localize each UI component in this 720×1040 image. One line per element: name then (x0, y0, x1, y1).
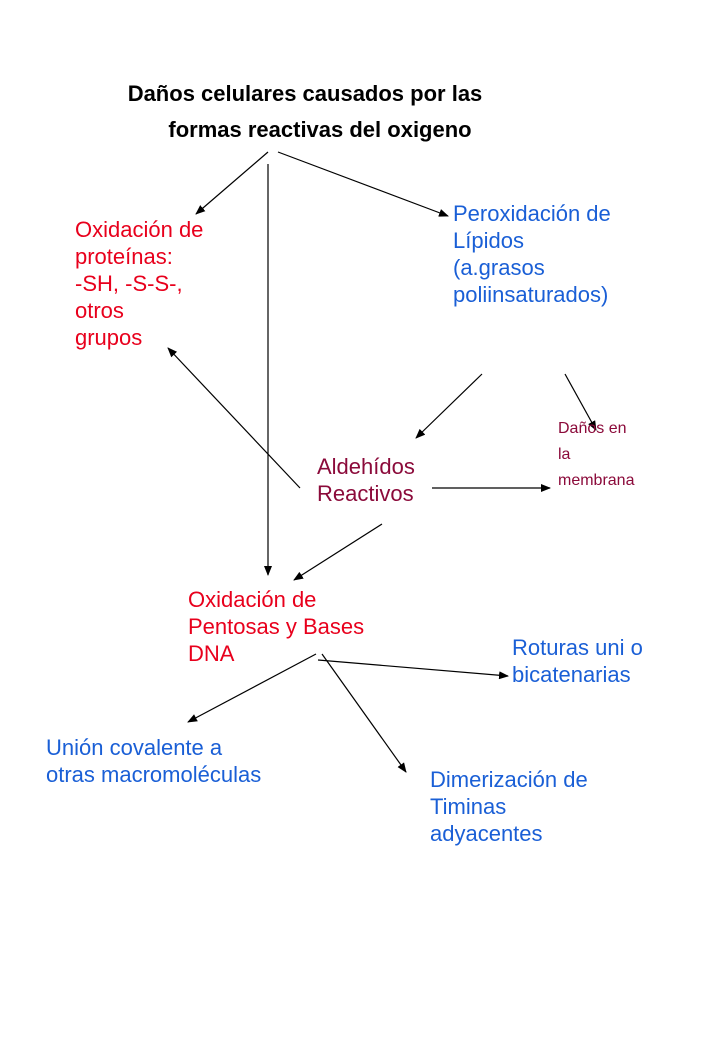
node-text: Dimerización de (430, 767, 588, 792)
arrow-pentoses-to-dimers (321, 653, 407, 773)
node-text: Oxidación de (188, 587, 317, 612)
node-text: Daños en (558, 420, 627, 437)
node-text: (a.grasos (453, 255, 545, 280)
node-text: Lípidos (453, 228, 524, 253)
node-lipid-peroxidation: Peroxidación de Lípidos (a.grasos poliin… (453, 200, 611, 308)
arrow-pentoses-to-breaks (317, 659, 509, 680)
node-text: Peroxidación de (453, 201, 611, 226)
arrow-pentoses-to-covalent (187, 653, 317, 723)
node-text: Unión covalente a (46, 735, 223, 760)
title-line-2: formas reactivas del oxigeno (168, 117, 472, 142)
arrow-lipids-to-aldehydes (415, 373, 483, 439)
node-text: Aldehídos (317, 454, 415, 479)
node-text: -SH, -S-S-, (75, 271, 183, 296)
node-text: membrana (558, 472, 635, 489)
node-text: grupos (75, 325, 143, 350)
node-text: Oxidación de (75, 217, 204, 242)
node-text: otros (75, 298, 124, 323)
node-reactive-aldehydes: Aldehídos Reactivos (317, 453, 415, 507)
arrow-aldehydes-to-pentoses (293, 523, 383, 581)
node-text: Reactivos (317, 481, 414, 506)
node-text: DNA (188, 641, 235, 666)
node-covalent-binding: Unión covalente a otras macromoléculas (46, 734, 261, 788)
node-text: bicatenarias (512, 662, 631, 687)
node-text: Timinas (430, 794, 507, 819)
arrow-title-to-proteins (195, 151, 269, 215)
node-protein-oxidation: Oxidación de proteínas: -SH, -S-S-, otro… (75, 216, 203, 351)
node-membrane-damage: Daños en la membrana (558, 416, 634, 494)
node-text: proteínas: (75, 244, 173, 269)
node-text: adyacentes (430, 821, 543, 846)
node-text: la (558, 446, 571, 463)
node-text: poliinsaturados) (453, 282, 609, 307)
node-text: otras macromoléculas (46, 762, 262, 787)
node-pentose-dna-oxidation: Oxidación de Pentosas y Bases DNA (188, 586, 364, 667)
title-line-1: Daños celulares causados por las (127, 81, 483, 106)
diagram-title: Daños celulares causados por las formas … (60, 76, 580, 148)
arrow-lipids-to-membrane (564, 373, 597, 431)
arrow-title-to-lipids (277, 151, 449, 217)
node-strand-breaks: Roturas uni o bicatenarias (512, 634, 643, 688)
node-thymine-dimerization: Dimerización de Timinas adyacentes (430, 766, 588, 847)
node-text: Pentosas y Bases (188, 614, 365, 639)
node-text: Roturas uni o (512, 635, 643, 660)
arrow-aldehydes-to-proteins (167, 347, 301, 489)
